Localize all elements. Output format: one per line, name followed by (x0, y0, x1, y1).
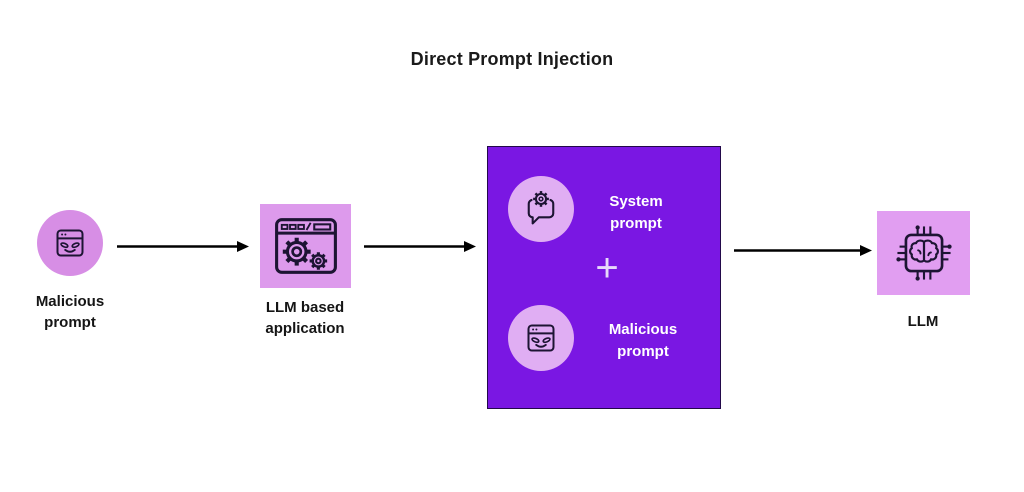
arrow-right-icon (117, 241, 249, 252)
malicious-browser-icon (521, 318, 561, 358)
malicious-prompt-label: Malicious prompt (35, 293, 105, 331)
llm-application-label: LLM based application (265, 299, 345, 337)
system-prompt-label: System prompt (609, 193, 663, 232)
browser-gears-icon (273, 215, 339, 277)
plus-icon: + (595, 246, 619, 290)
llm-application-node (260, 204, 351, 288)
malicious-prompt-node (37, 210, 103, 276)
malicious-browser-icon (50, 223, 90, 263)
arrow-right-icon (734, 245, 872, 256)
malicious-prompt-inner-node (508, 305, 574, 371)
llm-node (877, 211, 970, 295)
chat-bubble-gear-icon (520, 188, 562, 230)
diagram-title: Direct Prompt Injection (410, 49, 614, 69)
malicious-prompt-inner-label: Malicious prompt (608, 321, 678, 360)
ai-chip-brain-icon (890, 219, 958, 287)
llm-label: LLM (907, 313, 939, 330)
arrow-right-icon (364, 241, 476, 252)
system-prompt-node (508, 176, 574, 242)
prompt-combination-box: System prompt + Malicious prompt (487, 146, 721, 409)
